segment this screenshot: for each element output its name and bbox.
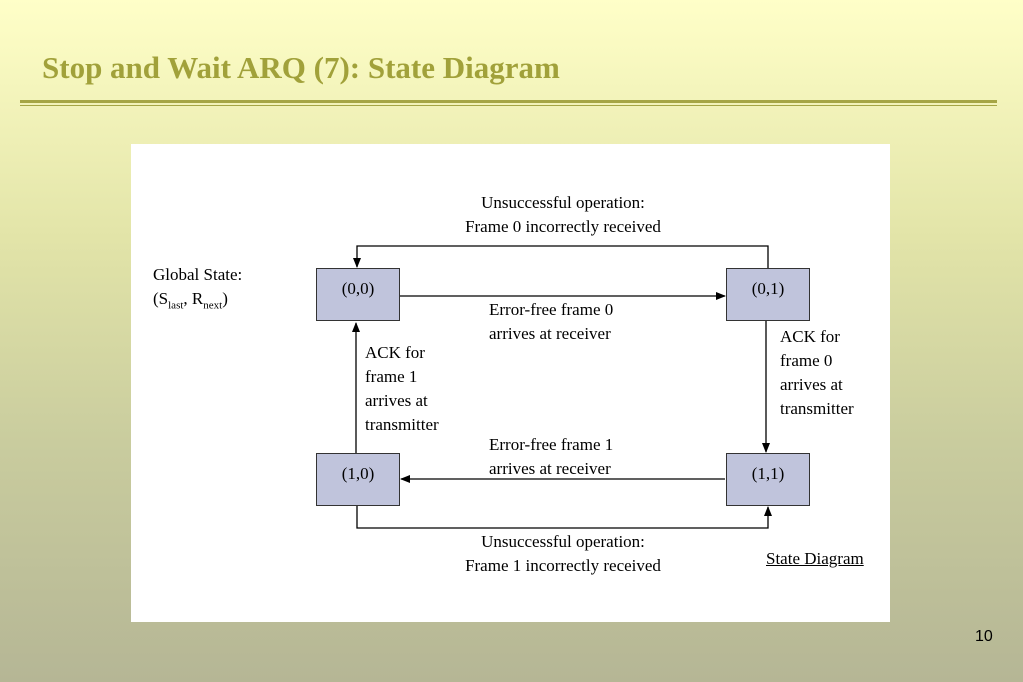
- arrow-bottom-loop: [356, 505, 772, 529]
- global-state-label: Global State:: [153, 265, 243, 284]
- ack0-line4: transmitter: [780, 399, 854, 418]
- bottom-transition-line1: Unsuccessful operation:: [481, 532, 645, 551]
- notation-sep: , R: [183, 289, 204, 308]
- bottom-transition-line2: Frame 1 incorrectly received: [465, 556, 661, 575]
- ef0-transition-label: Error-free frame 0 arrives at receiver: [489, 298, 613, 346]
- global-state-notation: (Slast, Rnext): [153, 287, 228, 317]
- state-diagram-arrows: [352, 245, 772, 529]
- slide-title: Stop and Wait ARQ (7): State Diagram: [42, 50, 560, 85]
- state-box-1-1: (1,1): [726, 453, 810, 506]
- ack1-line2: frame 1: [365, 367, 418, 386]
- arrow-top-loop: [353, 245, 769, 269]
- bottom-transition-label: Unsuccessful operation: Frame 1 incorrec…: [421, 530, 705, 578]
- notation-close: ): [222, 289, 228, 308]
- ef1-line1: Error-free frame 1: [489, 435, 614, 454]
- state-box-0-1: (0,1): [726, 268, 810, 321]
- state-label-1-1: (1,1): [751, 463, 785, 483]
- diagram-caption: State Diagram: [766, 549, 864, 568]
- top-transition-label: Unsuccessful operation: Frame 0 incorrec…: [421, 191, 705, 239]
- ack1-line3: arrives at: [365, 391, 428, 410]
- state-label-1-0: (1,0): [341, 463, 375, 483]
- top-transition-line2: Frame 0 incorrectly received: [465, 217, 661, 236]
- notation-open: (S: [153, 289, 169, 308]
- state-box-0-0: (0,0): [316, 268, 400, 321]
- ef1-transition-label: Error-free frame 1 arrives at receiver: [489, 433, 613, 481]
- ack1-line1: ACK for: [365, 343, 425, 362]
- state-label-0-0: (0,0): [341, 278, 375, 298]
- ack0-line3: arrives at: [780, 375, 843, 394]
- ef0-line1: Error-free frame 0: [489, 300, 614, 319]
- ef0-line2: arrives at receiver: [489, 324, 611, 343]
- ack0-line2: frame 0: [780, 351, 833, 370]
- title-divider-thin: [20, 105, 997, 106]
- ef1-line2: arrives at receiver: [489, 459, 611, 478]
- state-diagram-panel: Global State: (Slast, Rnext) (0,0) (0,1)…: [131, 144, 890, 622]
- notation-sub-last: last: [168, 299, 184, 312]
- notation-sub-next: next: [203, 299, 223, 312]
- title-divider-thick: [20, 100, 997, 103]
- state-box-1-0: (1,0): [316, 453, 400, 506]
- page-number: 10: [975, 628, 993, 645]
- ack0-transition-label: ACK for frame 0 arrives at transmitter: [780, 325, 854, 421]
- top-transition-line1: Unsuccessful operation:: [481, 193, 645, 212]
- ack1-line4: transmitter: [365, 415, 439, 434]
- ack0-line1: ACK for: [780, 327, 840, 346]
- ack1-transition-label: ACK for frame 1 arrives at transmitter: [365, 341, 439, 437]
- state-label-0-1: (0,1): [751, 278, 785, 298]
